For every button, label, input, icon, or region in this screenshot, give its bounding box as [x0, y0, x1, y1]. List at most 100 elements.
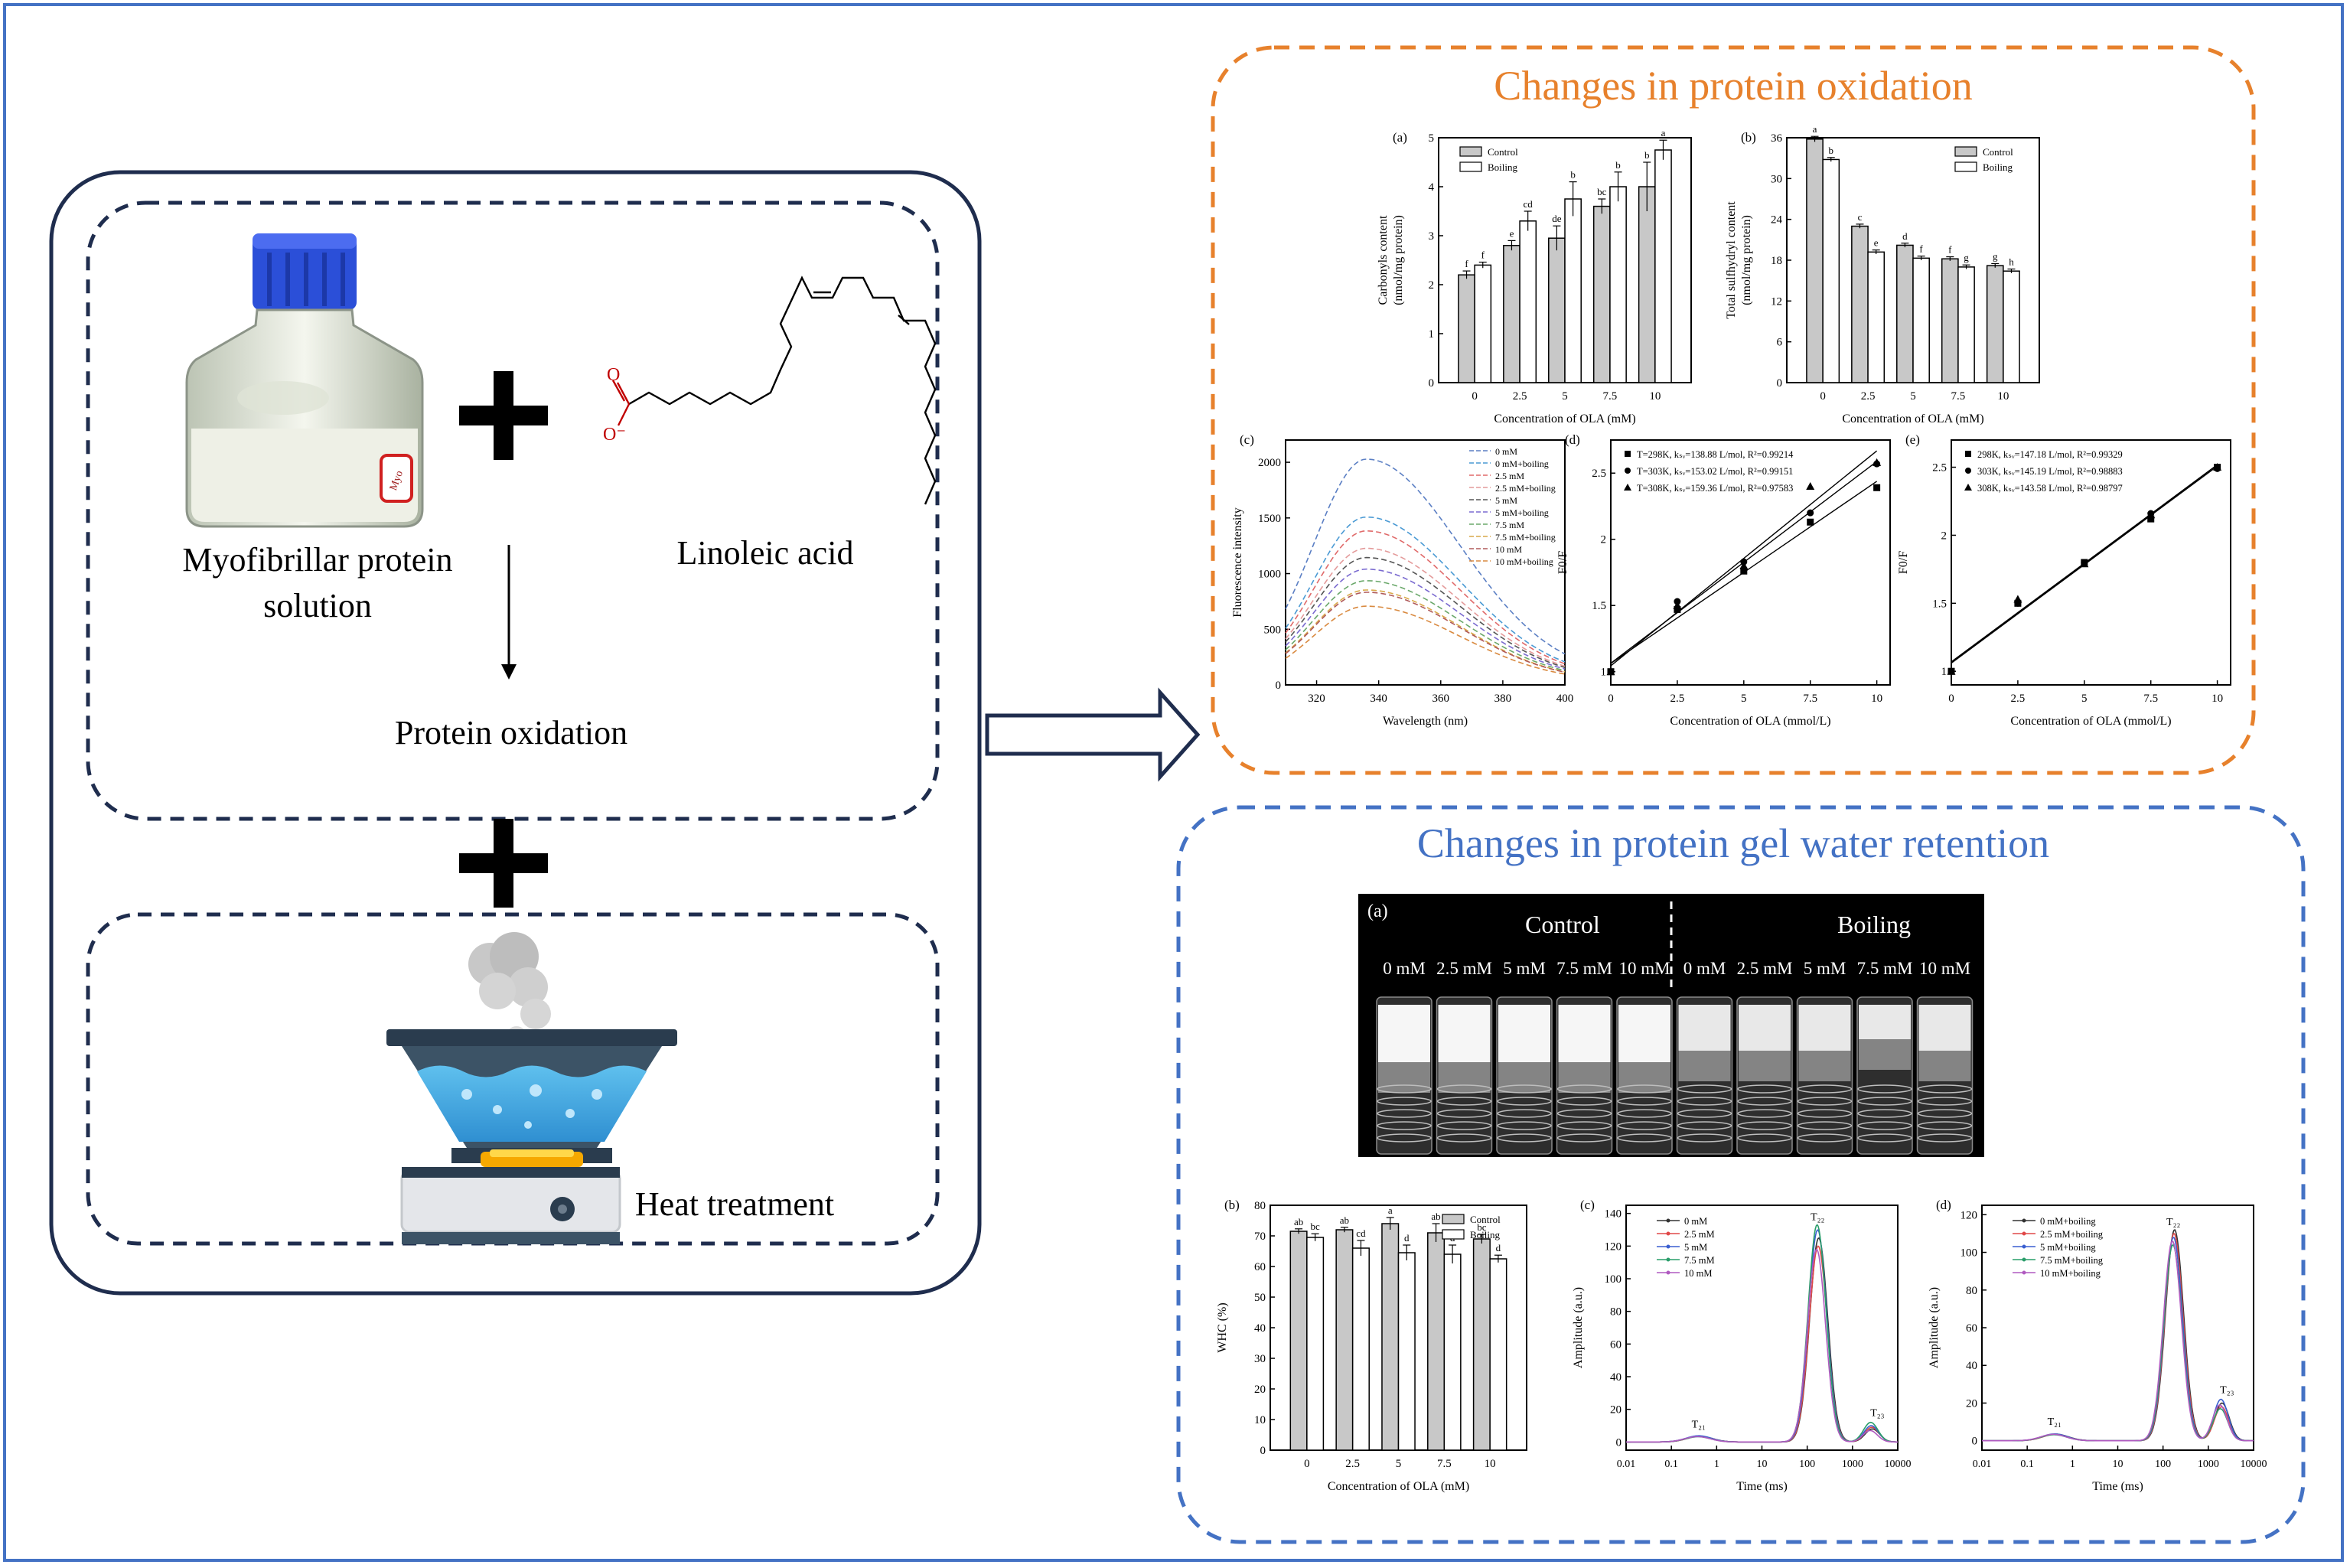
data-point-square: [1674, 605, 1681, 613]
y-tick-label: 0: [1260, 1445, 1266, 1457]
y-tick-label: 120: [1961, 1209, 1978, 1221]
vial-thread: [1737, 1133, 1792, 1143]
vial-thread: [1677, 1121, 1732, 1130]
x-axis-label: Concentration of OLA (mM): [1328, 1480, 1469, 1493]
x-axis-label: Concentration of OLA (mmol/L): [2010, 715, 2171, 728]
y-tick-label: 2000: [1258, 457, 1281, 469]
y-axis-label: F0/F: [1897, 551, 1910, 574]
process-label: Protein oxidation: [395, 714, 627, 751]
significance-letter: e: [1510, 227, 1514, 239]
bar-control: [1806, 139, 1824, 383]
significance-letter: b: [1570, 169, 1576, 181]
gel-section-box: [1176, 805, 2306, 1544]
oxidation-section-title: Changes in protein oxidation: [1494, 63, 1972, 109]
gel-layer: [1498, 1005, 1550, 1062]
significance-letter: cd: [1356, 1227, 1366, 1239]
data-point-triangle: [1806, 482, 1815, 491]
spectrum-line: [1285, 589, 1566, 673]
data-point-circle: [1965, 468, 1971, 474]
liquid-layer: [1859, 1039, 1911, 1070]
y-axis-label: Fluorescence intensity: [1231, 507, 1244, 618]
y-axis-label: Total sulfhydryl content: [1725, 201, 1738, 319]
vial-thread: [1556, 1133, 1612, 1143]
vial-thread: [1617, 1121, 1672, 1130]
vial-thread: [1436, 1133, 1492, 1143]
x-tick-label: 100: [2155, 1459, 2171, 1470]
liquid-layer: [1618, 1062, 1670, 1093]
spectrum-line: [1285, 568, 1566, 670]
outer-frame: [3, 3, 2344, 1562]
vial-thread: [1797, 1121, 1853, 1130]
plus-sign-middle: [459, 819, 548, 908]
legend-label: Boiling: [1470, 1229, 1501, 1240]
data-point-triangle: [1947, 667, 1956, 675]
x-tick-label: 7.5: [1603, 390, 1618, 403]
data-point-triangle: [1739, 561, 1749, 569]
vial-thread: [1497, 1121, 1552, 1130]
y-tick-label: 60: [1966, 1322, 1977, 1335]
data-point-triangle: [2146, 510, 2156, 519]
y-axis-label: Carbonyls content: [1377, 215, 1390, 305]
x-tick-label: 0: [1608, 693, 1614, 705]
significance-letter: f: [1948, 244, 1952, 256]
significance-letter: a: [1813, 123, 1817, 135]
y-tick-label: 500: [1264, 624, 1282, 636]
y-tick-label: 2: [1429, 279, 1435, 292]
liquid-layer: [1438, 1062, 1491, 1093]
plot-frame: [1951, 439, 2231, 686]
vial-thread: [1857, 1084, 1912, 1094]
tube-label: 2.5 mM: [1436, 959, 1492, 978]
ox-d-chart: (d)Concentration of OLA (mmol/L)F0/F11.5…: [1556, 432, 1891, 728]
data-point-triangle: [1624, 484, 1631, 491]
x-tick-label: 5: [2081, 693, 2088, 705]
tube-label: 5 mM: [1804, 959, 1846, 978]
vial-thread: [1377, 1121, 1432, 1130]
x-tick-label: 0.1: [2020, 1459, 2034, 1470]
bar-boiling: [1474, 264, 1492, 383]
y-tick-label: 1.5: [1932, 598, 1947, 610]
t23-label: T₂₃: [2220, 1385, 2234, 1397]
vial-thread: [1677, 1084, 1732, 1094]
vial-thread: [1497, 1097, 1552, 1106]
x-tick-label: 320: [1308, 693, 1325, 705]
ox-c-chart: (c)Wavelength (nm)Fluorescence intensity…: [1231, 432, 1573, 728]
t22-label: T₂₂: [2166, 1217, 2180, 1228]
x-tick-label: 100: [1799, 1459, 1815, 1470]
x-tick-label: 7.5: [2143, 693, 2158, 705]
liquid-layer: [1739, 1051, 1791, 1081]
fit-line: [1610, 450, 1878, 667]
legend-marker: [2022, 1231, 2026, 1236]
x-tick-label: 5: [1910, 390, 1916, 403]
y-tick-label: 10: [1254, 1414, 1266, 1426]
tube-label: 10 mM: [1618, 959, 1670, 978]
bar-control: [1941, 258, 1959, 383]
vial-thread: [1797, 1109, 1853, 1118]
y-tick-label: 24: [1771, 214, 1783, 227]
y-tick-label: 3: [1429, 230, 1435, 243]
y-tick-label: 80: [1966, 1285, 1977, 1297]
significance-letter: b: [1829, 145, 1834, 156]
y-axis-label: F0/F: [1556, 551, 1569, 574]
tube-label: 0 mM: [1383, 959, 1426, 978]
gel-layer: [1918, 1005, 1971, 1051]
x-tick-label: 10: [1757, 1459, 1768, 1470]
bar-control: [1427, 1232, 1446, 1451]
x-tick-label: 1000: [2198, 1459, 2219, 1470]
significance-letter: ab: [1294, 1216, 1303, 1227]
significance-letter: d: [1902, 230, 1908, 242]
charts-layer: (a)Concentration of OLA (mM)Carbonyls co…: [1216, 123, 2267, 1493]
bar-control: [1986, 265, 2004, 383]
t21-label: T₂₁: [1692, 1420, 1706, 1431]
liquid-layer: [1918, 1051, 1971, 1081]
legend-label: T=308K, kₛᵥ=159.36 L/mol, R²=0.97583: [1637, 483, 1793, 494]
legend-marker: [1666, 1257, 1670, 1262]
x-tick-label: 10: [1649, 390, 1661, 403]
significance-letter: a: [1661, 127, 1666, 139]
legend-label: 10 mM: [1495, 544, 1522, 555]
liquid-layer: [1678, 1051, 1731, 1081]
y-tick-label: 80: [1254, 1200, 1266, 1212]
legend-marker: [2022, 1270, 2026, 1275]
bar-boiling: [2003, 270, 2020, 383]
legend-swatch: [1954, 161, 1977, 172]
